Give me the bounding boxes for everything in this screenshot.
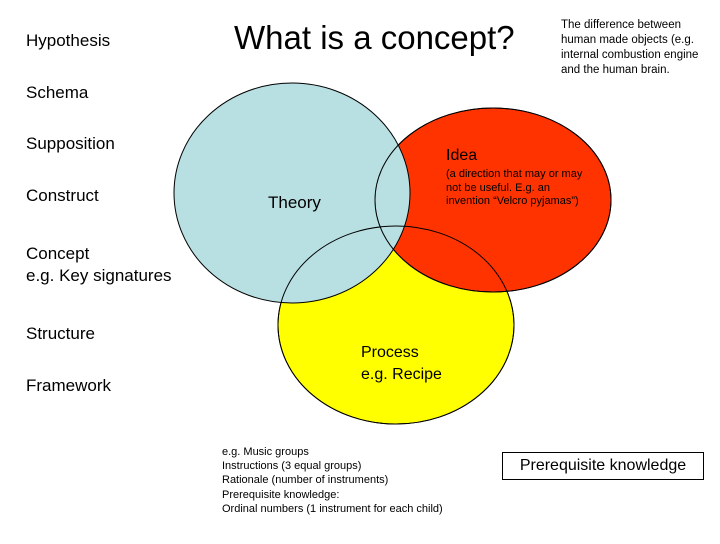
term-structure: Structure	[26, 324, 95, 343]
example-note-line: Prerequisite knowledge:	[222, 488, 340, 501]
term-schema: Schema	[26, 83, 89, 102]
term-concept-example: e.g. Key signatures	[26, 266, 172, 285]
process-example: e.g. Recipe	[361, 366, 442, 383]
term-construct: Construct	[26, 186, 99, 205]
process-outline	[277, 225, 515, 425]
theory-label: Theory	[268, 193, 321, 212]
example-notes: e.g. Music groups Instructions (3 equal …	[222, 445, 443, 516]
example-note-line: e.g. Music groups	[222, 446, 309, 458]
slide-title: What is a concept?	[234, 19, 515, 56]
example-note-line: Rationale (number of instruments)	[222, 474, 389, 487]
example-note-line: Ordinal numbers (1 instrument for each c…	[222, 502, 443, 515]
concept-term-list: Hypothesis Schema Supposition Construct …	[0, 0, 200, 420]
process-label: Process	[361, 344, 419, 361]
prerequisite-knowledge-box: Prerequisite knowledge	[502, 452, 704, 480]
example-note-line: Instructions (3 equal groups)	[222, 460, 362, 473]
idea-outline	[374, 107, 612, 293]
process-label-group: Process e.g. Recipe	[361, 342, 442, 386]
idea-label: Idea	[446, 147, 478, 164]
term-hypothesis: Hypothesis	[26, 31, 111, 50]
idea-description: (a direction that may or may not be usef…	[446, 168, 583, 207]
term-supposition: Supposition	[26, 134, 115, 153]
difference-note: The difference between human made object…	[561, 19, 699, 76]
theory-circle	[173, 82, 411, 304]
term-framework: Framework	[26, 376, 112, 395]
term-concept: Concept	[26, 244, 90, 263]
